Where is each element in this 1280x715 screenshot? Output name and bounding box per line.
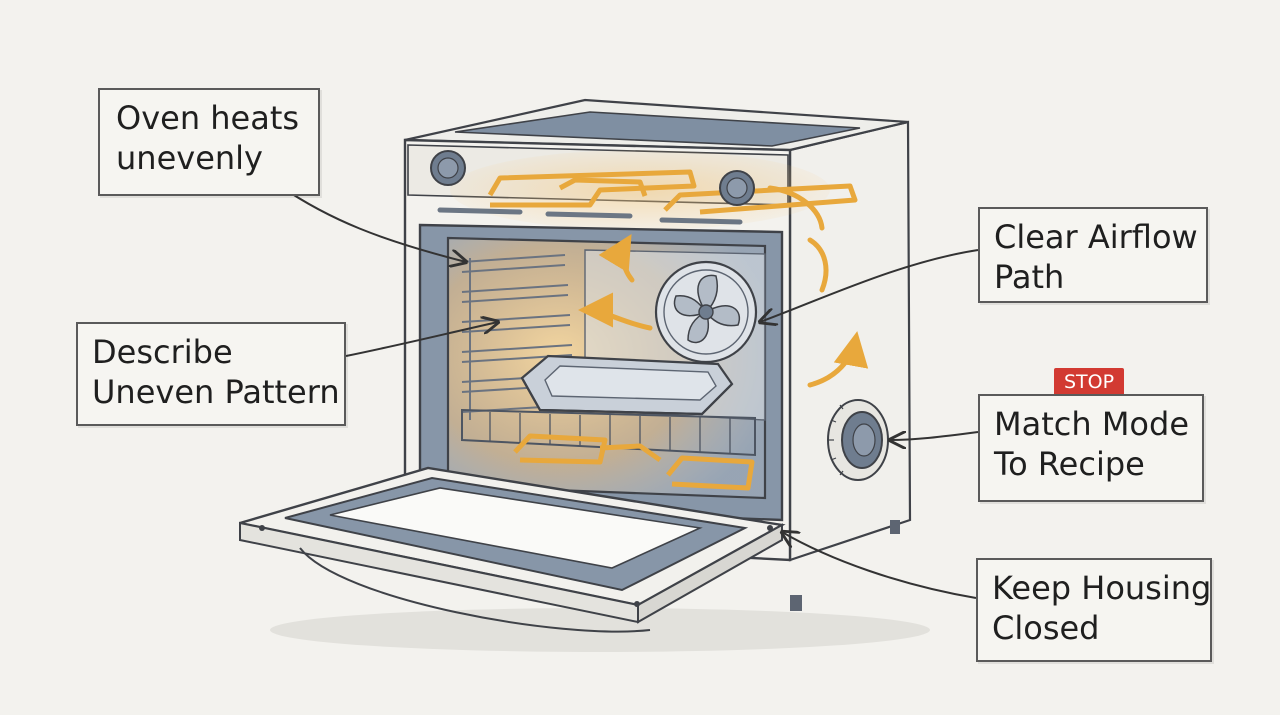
control-knob-icon[interactable] [719,170,755,206]
oven-top-panel [454,111,861,147]
stop-badge: STOP [1054,368,1124,396]
control-knob-icon[interactable] [430,150,466,186]
callout-line: Describe [92,333,233,371]
callout-arrows [279,185,979,599]
arrow-uneven [279,185,466,262]
convection-fan-icon [654,260,758,364]
arrow-airflow [760,249,979,322]
floor-shadow [270,608,930,652]
callout-line: Path [994,258,1065,296]
airflow-arrow-icon [578,185,869,388]
heating-element-icon [513,433,755,491]
callout-keep-housing-closed: Keep Housing Closed [976,558,1212,662]
arrow-housing [782,532,977,599]
callout-uneven-heating: Oven heats unevenly [98,88,320,196]
arrow-mode [890,432,979,440]
oven-door[interactable] [239,466,786,633]
callout-line: Uneven Pattern [92,373,340,411]
callout-match-mode: Match Mode To Recipe [978,394,1204,502]
callout-line: Clear Airflow [994,218,1198,256]
control-knob-icon[interactable] [827,399,889,481]
arrow-describe [345,322,498,357]
heating-element-icon [487,169,858,215]
callout-line: Oven heats [116,99,300,137]
oven-feet [790,520,900,611]
callout-line: Keep Housing [992,569,1212,607]
callout-airflow: Clear Airflow Path [978,207,1208,303]
callout-line: To Recipe [994,445,1145,483]
callout-line: Closed [992,609,1100,647]
callout-line: unevenly [116,139,263,177]
oven-rack [461,408,756,457]
callout-line: Match Mode [994,405,1189,443]
callout-describe-pattern: Describe Uneven Pattern [76,322,346,426]
vent-slots [437,207,743,225]
baking-dish-icon [520,354,734,416]
